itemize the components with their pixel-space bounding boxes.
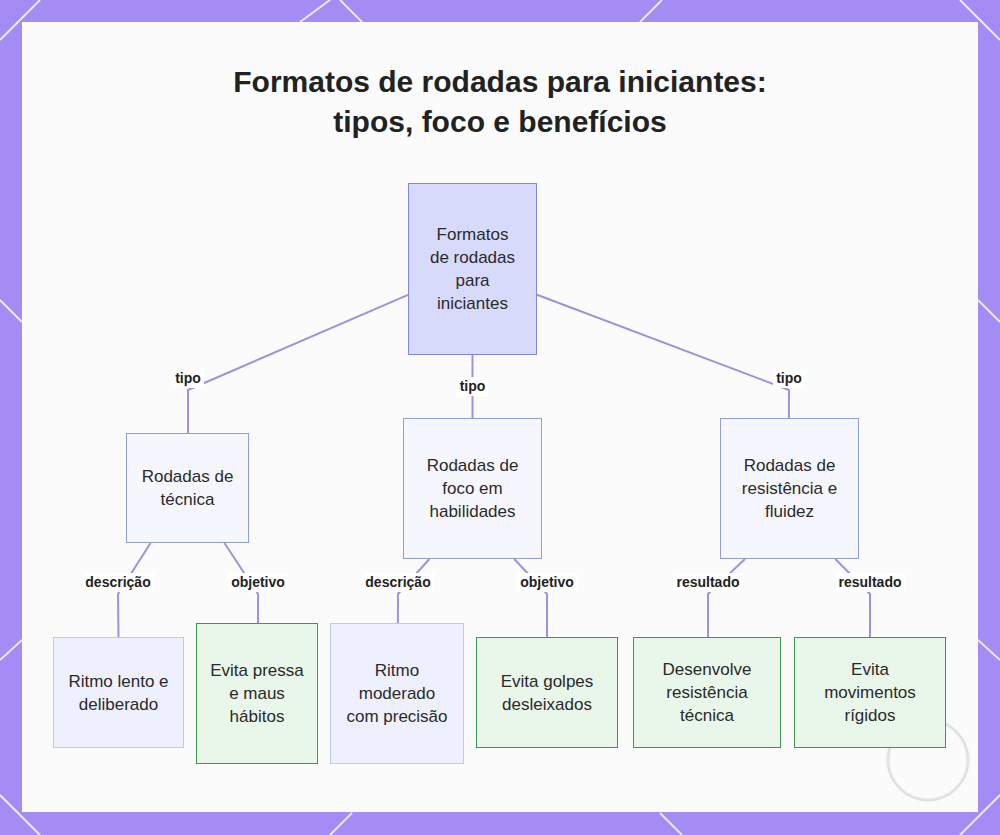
box-label: Evita movimentos rígidos — [807, 658, 933, 727]
box-text-group: Formatos de rodadas para iniciantes — [427, 223, 518, 315]
box-label: Rodadas de técnica — [139, 465, 236, 511]
box-label: Evita pressa e maus hábitos — [209, 659, 305, 728]
benefit-box: Desenvolve resistência técnica — [633, 637, 781, 748]
root-box: Formatos de rodadas para iniciantes — [408, 183, 537, 355]
benefit-box: Evita movimentos rígidos — [794, 637, 946, 748]
edge-label: resultado — [673, 573, 742, 592]
type-box: Rodadas de técnica — [126, 433, 249, 543]
box-text-group: Evita pressa e maus hábitos — [209, 659, 305, 728]
type-box: Rodadas de foco em habilidades — [403, 418, 542, 559]
edge-label: objetivo — [517, 573, 577, 592]
connector-line — [514, 559, 547, 637]
box-label: Ritmo lento e deliberado — [66, 670, 171, 716]
edge-label: objetivo — [228, 573, 288, 592]
benefit-box: Evita golpes desleixados — [476, 637, 618, 748]
box-label: Desenvolve resistência técnica — [646, 658, 768, 727]
title-text: Formatos de rodadas para iniciantes: tip… — [233, 65, 766, 138]
benefit-box: Evita pressa e maus hábitos — [196, 623, 318, 764]
edge-label: resultado — [835, 573, 904, 592]
box-label: Rodadas de foco em habilidades — [416, 454, 529, 523]
edge-label: descrição — [82, 573, 153, 592]
connector-line — [537, 295, 789, 418]
edge-label: tipo — [457, 377, 489, 396]
edge-label: tipo — [773, 369, 805, 388]
connector-line — [708, 559, 745, 637]
box-label: Rodadas de resistência e fluidez — [733, 454, 846, 523]
description-box: Ritmo lento e deliberado — [53, 637, 184, 748]
edge-label: descrição — [362, 573, 433, 592]
description-box: Ritmo moderado com precisão — [330, 623, 464, 764]
box-text-group: Evita golpes desleixados — [489, 670, 605, 716]
box-label: Ritmo moderado com precisão — [343, 659, 451, 728]
connector-line — [835, 559, 870, 637]
edge-label: tipo — [172, 369, 204, 388]
connector-line — [188, 295, 408, 433]
box-text-group: Rodadas de resistência e fluidez — [733, 454, 846, 523]
box-text-group: Rodadas de foco em habilidades — [416, 454, 529, 523]
box-text-group: Desenvolve resistência técnica — [646, 658, 768, 727]
box-label: Evita golpes desleixados — [489, 670, 605, 716]
box-label: Formatos de rodadas para iniciantes — [427, 223, 518, 315]
box-text-group: Rodadas de técnica — [139, 465, 236, 511]
box-text-group: Evita movimentos rígidos — [807, 658, 933, 727]
content-panel — [22, 22, 978, 812]
box-text-group: Ritmo moderado com precisão — [343, 659, 451, 728]
type-box: Rodadas de resistência e fluidez — [720, 418, 859, 559]
diagram-title: Formatos de rodadas para iniciantes: tip… — [190, 62, 810, 142]
box-text-group: Ritmo lento e deliberado — [66, 670, 171, 716]
